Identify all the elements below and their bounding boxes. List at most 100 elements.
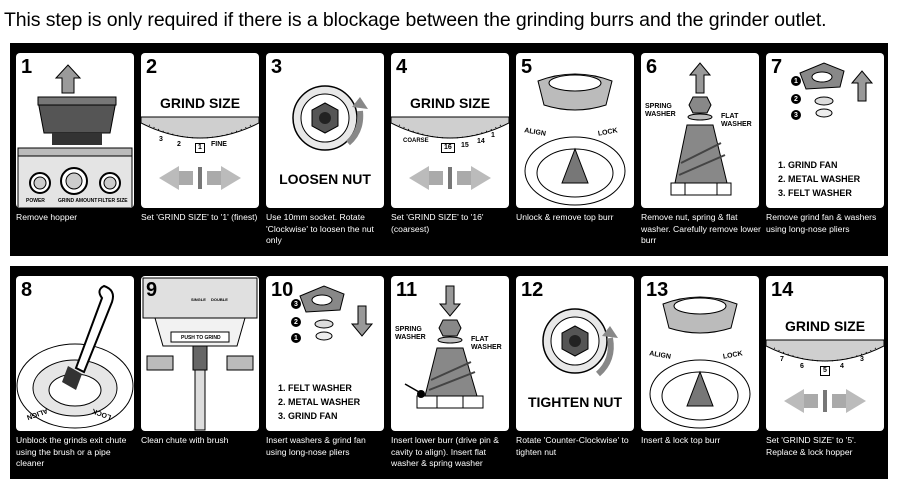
list-item: 2. METAL WASHER (278, 397, 361, 407)
step-number: 8 (21, 279, 33, 301)
step-9: PUSH TO GRIND SINGLE DOUBLE 9 Clean chut… (141, 276, 259, 471)
step-6-panel: SPRING WASHER FLAT WASHER (641, 53, 759, 208)
steps-row-1: POWER GRIND AMOUNT FILTER SIZE 1 Remove … (10, 43, 888, 256)
step-13: ALIGN LOCK 13 Insert & lock top burr (641, 276, 759, 471)
spring-washer-label: SPRING WASHER (645, 103, 676, 118)
step-number: 4 (396, 56, 408, 78)
list-item: 3. GRIND FAN (278, 411, 338, 421)
step-caption: Remove nut, spring & flat washer. Carefu… (641, 212, 761, 245)
step-14-panel: GRIND SIZE 7 6 5 4 3 (766, 276, 884, 431)
list-item: 1. GRIND FAN (778, 160, 838, 170)
dial-mark: 3 (860, 356, 864, 363)
grind-size-title: GRIND SIZE (784, 318, 866, 334)
step-1: POWER GRIND AMOUNT FILTER SIZE 1 Remove … (16, 53, 134, 248)
step-caption: Unblock the grinds exit chute using the … (16, 435, 127, 468)
step-number: 5 (521, 56, 533, 78)
step-13-panel: ALIGN LOCK (641, 276, 759, 431)
step-8-panel: ALIGN LOCK (16, 276, 134, 431)
step-caption: Set 'GRIND SIZE' to '5'. Replace & lock … (766, 435, 857, 457)
step-12: TIGHTEN NUT 12 Rotate 'Counter-Clockwise… (516, 276, 634, 471)
grind-amount-label: GRIND AMOUNT (58, 198, 98, 204)
power-label: POWER (26, 198, 45, 204)
list-item: 3. FELT WASHER (778, 188, 852, 198)
marker: 3 (794, 112, 798, 119)
steps-row-2: ALIGN LOCK 8 Unblock the grinds exit chu… (10, 266, 888, 479)
step-number: 1 (21, 56, 33, 78)
parts-list: 1. FELT WASHER 2. METAL WASHER 3. GRIND … (278, 381, 360, 423)
insert-burr-illustration (404, 285, 484, 409)
dial-fine-label: FINE (211, 141, 227, 148)
filter-size-label: FILTER SIZE (98, 198, 128, 204)
dial-mark: 15 (461, 142, 469, 149)
step-caption: Set 'GRIND SIZE' to '16' (coarsest) (391, 212, 484, 234)
tighten-nut-illustration (542, 308, 618, 377)
step-5-panel: ALIGN LOCK (516, 53, 634, 208)
flat-washer-label: FLAT WASHER (471, 336, 502, 351)
tighten-nut-title: TIGHTEN NUT (527, 394, 623, 410)
step-9-panel: PUSH TO GRIND SINGLE DOUBLE (141, 276, 259, 431)
parts-list: 1. GRIND FAN 2. METAL WASHER 3. FELT WAS… (778, 158, 860, 200)
step-3-panel: LOOSEN NUT (266, 53, 384, 208)
dial-mark: 1 (491, 132, 495, 139)
list-item: 2. METAL WASHER (778, 174, 861, 184)
step-number: 9 (146, 279, 158, 301)
remove-hopper-illustration (17, 64, 133, 208)
flat-washer-label: FLAT WASHER (721, 113, 752, 128)
step-number: 6 (646, 56, 658, 78)
marker: 1 (794, 78, 798, 85)
dial-mark: 2 (177, 141, 181, 148)
dial-mark: 14 (477, 138, 485, 145)
insert-fan-illustration (291, 285, 374, 343)
insert-top-burr-illustration (649, 296, 751, 429)
step-11-panel: SPRING WASHER FLAT WASHER (391, 276, 509, 431)
step-caption: Use 10mm socket. Rotate 'Clockwise' to l… (266, 212, 374, 245)
step-caption: Remove grind fan & washers using long-no… (766, 212, 877, 234)
step-12-panel: TIGHTEN NUT (516, 276, 634, 431)
spring-washer-label: SPRING WASHER (395, 326, 426, 341)
tab-double-label: DOUBLE (211, 297, 228, 302)
dial-mark: 4 (840, 363, 844, 370)
step-10-panel: 3 2 1 1. FELT WASHER 2. METAL WASHER 3. … (266, 276, 384, 431)
dial-selected-value: 5 (820, 366, 830, 376)
step-7-panel: 1 2 3 1. GRIND FAN 2. METAL WASHER 3. FE… (766, 53, 884, 208)
step-caption: Set 'GRIND SIZE' to '1' (finest) (141, 212, 258, 222)
unblock-chute-illustration (16, 284, 134, 429)
step-10: 3 2 1 1. FELT WASHER 2. METAL WASHER 3. … (266, 276, 384, 471)
dial-mark: 7 (780, 356, 784, 363)
step-number: 2 (146, 56, 158, 78)
marker: 2 (294, 319, 298, 326)
dial-mark: 3 (159, 136, 163, 143)
step-7: 1 2 3 1. GRIND FAN 2. METAL WASHER 3. FE… (766, 53, 884, 248)
marker: 2 (794, 96, 798, 103)
loosen-nut-title: LOOSEN NUT (279, 171, 371, 187)
loosen-nut-illustration (292, 85, 368, 151)
step-4: GRIND SIZE COARSE 16 15 14 1 4 Set 'GRIN… (391, 53, 509, 248)
step-number: 11 (396, 279, 418, 301)
dial-selected-value: 1 (195, 143, 205, 153)
step-caption: Rotate 'Counter-Clockwise' to tighten nu… (516, 435, 629, 457)
step-11: SPRING WASHER FLAT WASHER 11 Insert lowe… (391, 276, 509, 471)
clean-chute-illustration (142, 277, 258, 431)
step-number: 13 (646, 279, 669, 301)
step-number: 7 (771, 56, 783, 78)
page-headline: This step is only required if there is a… (4, 9, 827, 31)
grind-size-title: GRIND SIZE (409, 95, 491, 111)
lower-burr-illustration (670, 62, 732, 196)
grind-dial-illustration (391, 116, 509, 190)
tab-single-label: SINGLE (191, 297, 206, 302)
step-2: GRIND SIZE 3 2 1 FINE 2 Set 'GRIND SIZE'… (141, 53, 259, 248)
step-2-panel: GRIND SIZE 3 2 1 FINE (141, 53, 259, 208)
step-3: LOOSEN NUT 3 Use 10mm socket. Rotate 'Cl… (266, 53, 384, 248)
marker: 3 (294, 301, 298, 308)
grind-fan-illustration (791, 62, 874, 120)
step-1-panel: POWER GRIND AMOUNT FILTER SIZE (16, 53, 134, 208)
step-caption: Clean chute with brush (141, 435, 229, 445)
list-item: 1. FELT WASHER (278, 383, 352, 393)
step-8: ALIGN LOCK 8 Unblock the grinds exit chu… (16, 276, 134, 471)
marker: 1 (294, 335, 298, 342)
step-number: 3 (271, 56, 283, 78)
grind-size-title: GRIND SIZE (159, 95, 241, 111)
dial-mark: 6 (800, 363, 804, 370)
step-6: SPRING WASHER FLAT WASHER 6 Remove nut, … (641, 53, 761, 248)
step-caption: Insert & lock top burr (641, 435, 721, 445)
